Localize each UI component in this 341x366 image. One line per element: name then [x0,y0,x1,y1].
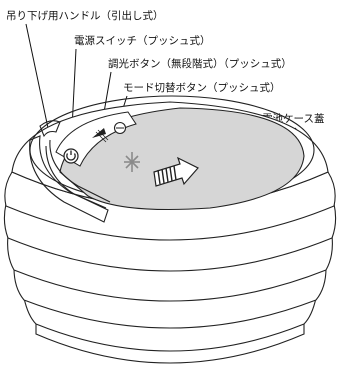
handle-leader [25,23,49,129]
handle-track-outer [29,135,109,223]
top-cap [29,95,315,223]
slide-arrow-icon [153,156,199,187]
dimmer-wedge-icon [92,128,106,138]
power-switch-label: 電源スイッチ（プッシュ式） [74,34,211,47]
dimmer-button[interactable] [92,128,109,143]
handle-grip [39,120,61,138]
mode-button-label: モード切替ボタン（プッシュ式） [123,81,281,94]
dimmer-button-label: 調光ボタン（無段階式）（プッシュ式） [108,57,292,70]
lock-emblem-icon [124,152,140,172]
handle-label: 吊り下げ用ハンドル（引出し式） [6,9,164,22]
handle-track-inner [49,139,111,203]
mode-button[interactable] [113,121,127,135]
power-switch[interactable] [63,148,79,164]
power-icon [66,153,76,161]
handle-track-line [45,145,107,209]
